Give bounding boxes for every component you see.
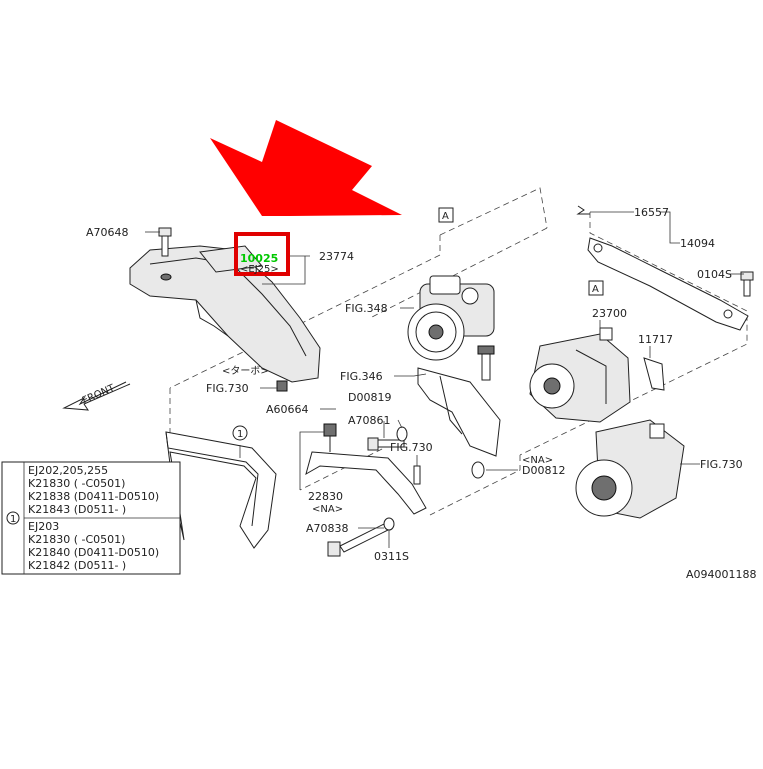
turbo-cover-part-23774 — [129, 245, 321, 383]
drive-belt — [165, 431, 277, 549]
ref-marker-a-top: A — [438, 207, 454, 223]
red-pointer-arrow — [210, 120, 402, 216]
stay-14094 — [587, 237, 749, 331]
nut-fig730 — [276, 380, 288, 392]
ref-marker-a-top-label: A — [442, 211, 449, 222]
callout-fig348: FIG.348 — [345, 302, 388, 315]
callout-a70648: A70648 — [86, 226, 129, 239]
washer-0311s — [383, 517, 395, 531]
belt-table-row-2-2: K21840 (D0411-D0510) — [28, 546, 159, 559]
callout-11717: 11717 — [638, 333, 673, 346]
belt-ref-circle-label: 1 — [237, 429, 243, 440]
belt-table-engine-2: EJ203 — [28, 520, 59, 533]
callout-d00819: D00819 — [348, 391, 391, 404]
washer-d00812 — [471, 461, 485, 479]
belt-table-row-1-2: K21838 (D0411-D0510) — [28, 490, 159, 503]
highlight-box-10025 — [234, 232, 290, 276]
callout-front: FRONT — [81, 382, 117, 406]
callout-a60664: A60664 — [266, 403, 309, 416]
clip-16557 — [576, 205, 590, 215]
belt-table: 1 EJ202,205,255 K21830 ( -C0501) K21838 … — [1, 461, 181, 575]
callout-fig730-c: FIG.730 — [700, 458, 743, 471]
belt-table-row-2-1: K21830 ( -C0501) — [28, 533, 125, 546]
callout-23700: 23700 — [592, 307, 627, 320]
belt-table-engine-1: EJ202,205,255 — [28, 464, 108, 477]
bracket-11717 — [643, 357, 665, 391]
callout-0104s: 0104S — [697, 268, 732, 281]
front-direction-arrow — [62, 381, 131, 411]
callout-0311s: 0311S — [374, 550, 409, 563]
callout-turbo: <ターボ> — [222, 365, 269, 377]
alternator-23700 — [529, 327, 631, 423]
belt-table-row-1-1: K21830 ( -C0501) — [28, 477, 125, 490]
pump-bracket — [417, 345, 501, 457]
belt-table-ref: 1 — [10, 514, 16, 525]
bolt-fig730 — [413, 465, 421, 485]
callout-d00812: D00812 — [522, 464, 565, 477]
bolt-0104s — [740, 271, 754, 297]
callout-a70861: A70861 — [348, 414, 391, 427]
callout-14094: 14094 — [680, 237, 715, 250]
callout-na-2: <NA> — [312, 504, 343, 515]
ac-compressor — [575, 419, 685, 519]
callout-10025: 10025 — [240, 252, 278, 265]
diagram-id: A094001188 — [686, 568, 757, 581]
power-steering-pump — [407, 275, 495, 361]
belt-table-row-1-3: K21843 (D0511- ) — [28, 503, 126, 516]
bolt-a70838 — [327, 523, 389, 557]
callout-fig346: FIG.346 — [340, 370, 383, 383]
callout-22830: 22830 — [308, 490, 343, 503]
callout-16557: 16557 — [634, 206, 669, 219]
ref-marker-a-right: A — [588, 280, 604, 296]
belt-ref-circle: 1 — [232, 425, 248, 441]
belt-table-row-2-3: K21842 (D0511- ) — [28, 559, 126, 572]
callout-fig730-b: FIG.730 — [390, 441, 433, 454]
bolt-a70861 — [367, 437, 405, 451]
callout-ej125: <EJ25> — [240, 264, 279, 275]
bracket-22830 — [305, 423, 427, 515]
ref-marker-a-right-label: A — [592, 284, 599, 295]
callout-23774: 23774 — [319, 250, 354, 263]
callout-a70838: A70838 — [306, 522, 349, 535]
label-plate-10025 — [199, 245, 263, 273]
callout-na-1: <NA> — [522, 455, 553, 466]
leader-lines — [145, 211, 744, 548]
washer-d00819 — [396, 426, 408, 442]
callout-fig730-a: FIG.730 — [206, 382, 249, 395]
